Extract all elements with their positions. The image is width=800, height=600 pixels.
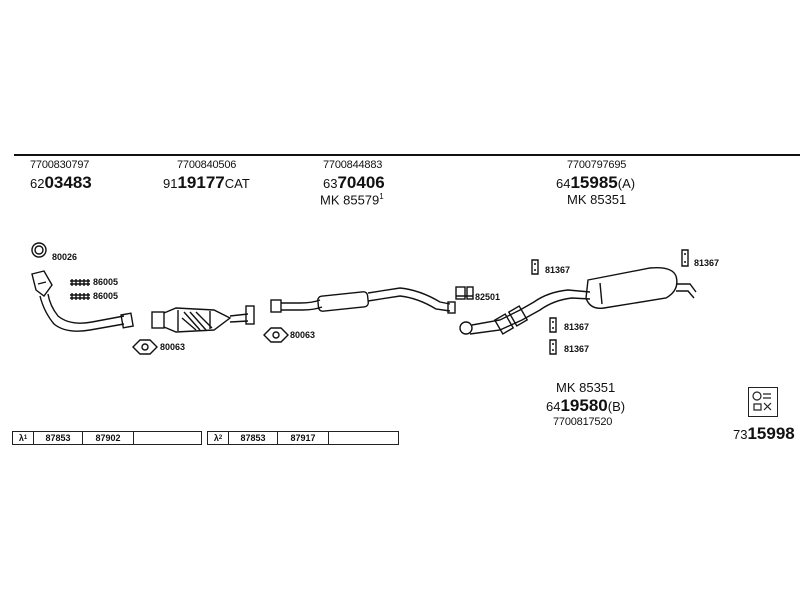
mk-sup: 1: [379, 192, 384, 201]
exhaust-diagram: [31, 242, 697, 355]
strip-cell: 87853: [229, 432, 278, 444]
centre-muffler-pipe: [270, 287, 456, 314]
spring-86005-a: [70, 279, 90, 286]
mk-text: MK 85579: [320, 192, 380, 208]
code-main: 19580: [560, 396, 608, 415]
part-ref-2: 7700840506: [177, 159, 237, 171]
clamp-82501: [455, 286, 474, 300]
gasket-ring-80026: [31, 242, 47, 258]
mounting-kit-icon: [748, 387, 778, 417]
part-code-3: 6370406: [323, 173, 385, 193]
code-prefix: 62: [30, 176, 45, 191]
hanger-81367-a: [531, 259, 539, 275]
mounting-kit-code: 7315998: [733, 424, 795, 444]
code-main: 03483: [44, 173, 92, 192]
mk-ref-4: MK 85351: [567, 192, 627, 207]
rear-mk-ref: MK 85351: [556, 380, 616, 395]
rear-part-ref: 7700817520: [553, 416, 613, 428]
strip-cell: 87853: [34, 432, 83, 444]
rear-tail-pipe: [459, 289, 591, 335]
mk-ref-3: MK 855791: [320, 192, 384, 207]
code-suffix: CAT: [224, 176, 250, 191]
label-81367-a: 81367: [545, 265, 571, 275]
hanger-81367-b: [681, 249, 689, 267]
gasket-80063-left: [132, 339, 158, 355]
lambda-sym-text: λ: [213, 433, 219, 443]
strip-cell: [329, 432, 398, 444]
label-80063-a: 80063: [160, 342, 186, 352]
part-ref-3: 7700844883: [323, 159, 383, 171]
code-main: 19177: [177, 173, 225, 192]
part-code-4: 6415985(A): [556, 173, 635, 193]
gasket-ring-inner: [34, 245, 44, 255]
code-prefix: 64: [546, 399, 561, 414]
code-prefix: 63: [323, 176, 338, 191]
lambda-sup: 1: [23, 435, 28, 441]
code-suffix: (B): [607, 399, 626, 414]
hanger-81367-c: [549, 317, 557, 333]
header-rule: [14, 154, 800, 156]
front-downpipe: [31, 270, 134, 332]
gasket-80063-right: [263, 327, 289, 343]
strip-cell: 87902: [83, 432, 134, 444]
code-main: 15985: [570, 173, 618, 192]
lambda-sym-text: λ: [18, 433, 24, 443]
label-80026: 80026: [52, 252, 78, 262]
label-80063-b: 80063: [290, 330, 316, 340]
part-ref-4: 7700797695: [567, 159, 627, 171]
code-prefix: 64: [556, 176, 571, 191]
lambda-sup: 2: [218, 435, 223, 441]
label-82501: 82501: [475, 292, 501, 302]
catalytic-converter: [151, 305, 255, 333]
label-81367-d: 81367: [564, 344, 590, 354]
code-main: 15998: [747, 424, 795, 443]
strip-cell: [134, 432, 201, 444]
label-81367-b: 81367: [694, 258, 720, 268]
part-ref-1: 7700830797: [30, 159, 90, 171]
code-main: 70406: [337, 173, 385, 192]
hanger-81367-d: [549, 339, 557, 355]
part-code-1: 6203483: [30, 173, 92, 193]
label-81367-c: 81367: [564, 322, 590, 332]
rear-muffler: [585, 266, 697, 309]
rear-part-code: 6419580(B): [546, 396, 625, 416]
code-prefix: 91: [163, 176, 178, 191]
label-86005-b: 86005: [93, 291, 119, 301]
strip-cell: 87917: [278, 432, 329, 444]
code-prefix: 73: [733, 427, 748, 442]
label-86005-a: 86005: [93, 277, 119, 287]
spring-86005-b: [70, 293, 90, 300]
part-code-2: 9119177CAT: [163, 173, 250, 193]
code-suffix: (A): [617, 176, 636, 191]
mounting-kit-glyph: [752, 391, 772, 411]
